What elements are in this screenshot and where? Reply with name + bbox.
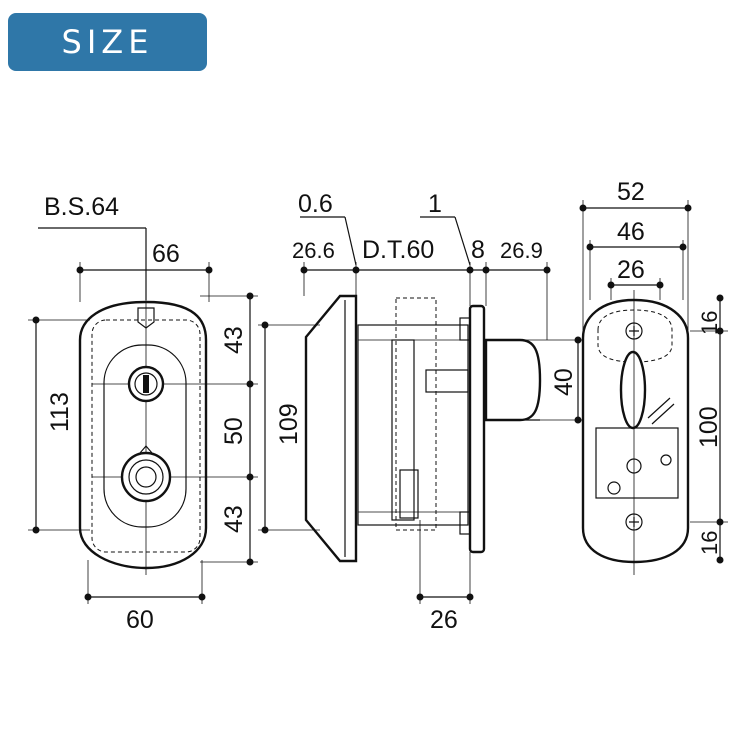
backset-label: B.S.64 <box>44 193 119 221</box>
front-top-spacing-label: 43 <box>220 326 248 354</box>
outside-projection-label: 26.6 <box>292 238 335 263</box>
back-inner-width-label: 26 <box>617 256 645 284</box>
side-bottom-width-label: 26 <box>430 606 458 634</box>
inside-gap-label: 8 <box>471 236 485 264</box>
door-thickness-label: D.T.60 <box>362 236 434 264</box>
front-view: B.S.64 66 60 113 43 50 43 <box>28 193 258 634</box>
inside-plate <box>468 304 486 554</box>
gap-a-label: 0.6 <box>298 190 333 218</box>
keyhole-icon <box>143 375 149 393</box>
front-bottom-spacing-label: 43 <box>220 505 248 533</box>
back-top-offset-label: 16 <box>697 311 722 335</box>
back-view: 52 46 26 16 100 16 <box>579 178 728 575</box>
back-mechanism-box <box>595 427 679 499</box>
outside-housing <box>304 294 358 563</box>
inside-knob <box>484 338 542 422</box>
back-mid-width-label: 46 <box>617 218 645 246</box>
brand-emblem-icon <box>137 307 155 329</box>
front-mid-spacing-label: 50 <box>220 417 248 445</box>
back-height-label: 100 <box>695 406 723 448</box>
side-height-label: 109 <box>275 403 303 445</box>
inside-projection-label: 26.9 <box>500 238 543 263</box>
turn-lever-icon <box>619 350 647 430</box>
spindle <box>425 369 469 393</box>
spindle-dashed-outline <box>395 297 437 531</box>
gap-b-label: 1 <box>428 190 442 218</box>
size-badge: SIZE <box>8 13 207 71</box>
back-outer-width-label: 52 <box>617 178 645 206</box>
front-outer-width-label: 66 <box>152 240 180 268</box>
front-raised-panel <box>103 344 187 528</box>
side-view: 0.6 1 26.6 D.T.60 8 26.9 109 40 26 <box>258 190 586 634</box>
front-height-label: 113 <box>46 392 74 432</box>
front-plate-width-label: 60 <box>126 606 154 634</box>
door-section <box>357 324 469 526</box>
front-escutcheon-outline <box>78 300 208 570</box>
knob-height-label: 40 <box>550 368 578 396</box>
back-bottom-offset-label: 16 <box>697 531 722 555</box>
